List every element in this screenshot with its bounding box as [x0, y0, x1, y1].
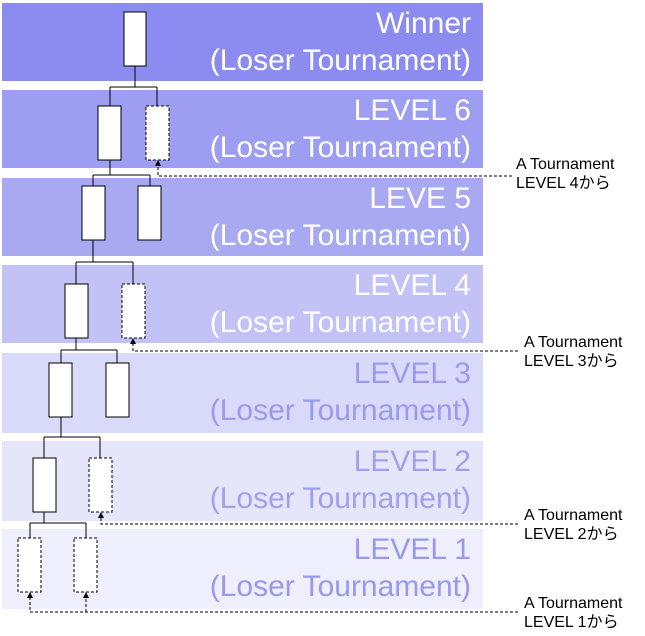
band-level-2: LEVEL 2 (Loser Tournament) — [2, 441, 483, 521]
slot-level3-right — [105, 362, 130, 418]
band-level-3: LEVEL 3 (Loser Tournament) — [2, 353, 483, 433]
note-a-tournament-level4: A Tournament LEVEL 4から — [516, 155, 614, 193]
slot-level6-incoming — [145, 105, 170, 161]
band-level-6: LEVEL 6 (Loser Tournament) — [2, 90, 483, 168]
slot-level4-incoming — [121, 283, 146, 339]
note-line1: A Tournament — [524, 595, 623, 612]
note-a-tournament-level2: A Tournament LEVEL 2から — [524, 506, 622, 544]
slot-level4-left — [64, 283, 89, 339]
slot-winner — [123, 11, 147, 67]
feed-arrow-level2 — [98, 512, 518, 525]
band-subtitle: (Loser Tournament) — [209, 394, 471, 427]
feed-arrow-level3 — [130, 338, 518, 352]
slot-level2-left — [32, 457, 57, 513]
band-title: LEVEL 2 — [353, 445, 471, 478]
note-line2: LEVEL 3から — [524, 353, 619, 370]
slot-level5-left — [81, 185, 106, 241]
band-title: LEVEL 3 — [353, 357, 471, 390]
band-subtitle: (Loser Tournament) — [209, 44, 471, 77]
note-a-tournament-level3: A Tournament LEVEL 3から — [524, 333, 622, 371]
note-line2: LEVEL 4から — [516, 175, 611, 192]
band-title: Winner — [375, 7, 471, 40]
band-title: LEVEL 6 — [353, 94, 471, 127]
feed-arrow-level4 — [155, 160, 512, 177]
note-line1: A Tournament — [516, 156, 615, 173]
slot-level1-incoming-right — [73, 537, 98, 593]
note-a-tournament-level1: A Tournament LEVEL 1から — [524, 594, 622, 632]
band-title: LEVE 5 — [369, 182, 471, 215]
note-line2: LEVEL 2から — [524, 526, 619, 543]
band-subtitle: (Loser Tournament) — [209, 306, 471, 339]
slot-level2-incoming — [88, 457, 113, 513]
band-title: LEVEL 1 — [353, 533, 471, 566]
band-subtitle: (Loser Tournament) — [209, 219, 471, 252]
band-subtitle: (Loser Tournament) — [209, 570, 471, 603]
note-line2: LEVEL 1から — [524, 614, 619, 631]
band-subtitle: (Loser Tournament) — [209, 131, 471, 164]
band-subtitle: (Loser Tournament) — [209, 482, 471, 515]
slot-level1-incoming-left — [17, 537, 42, 593]
note-line1: A Tournament — [524, 334, 623, 351]
slot-level5-right — [137, 185, 162, 241]
band-title: LEVEL 4 — [353, 269, 471, 302]
slot-level6-left — [97, 105, 122, 161]
band-winner: Winner (Loser Tournament) — [2, 3, 483, 81]
note-line1: A Tournament — [524, 507, 623, 524]
slot-level3-left — [48, 362, 73, 418]
feed-arrow-level1 — [27, 592, 518, 613]
